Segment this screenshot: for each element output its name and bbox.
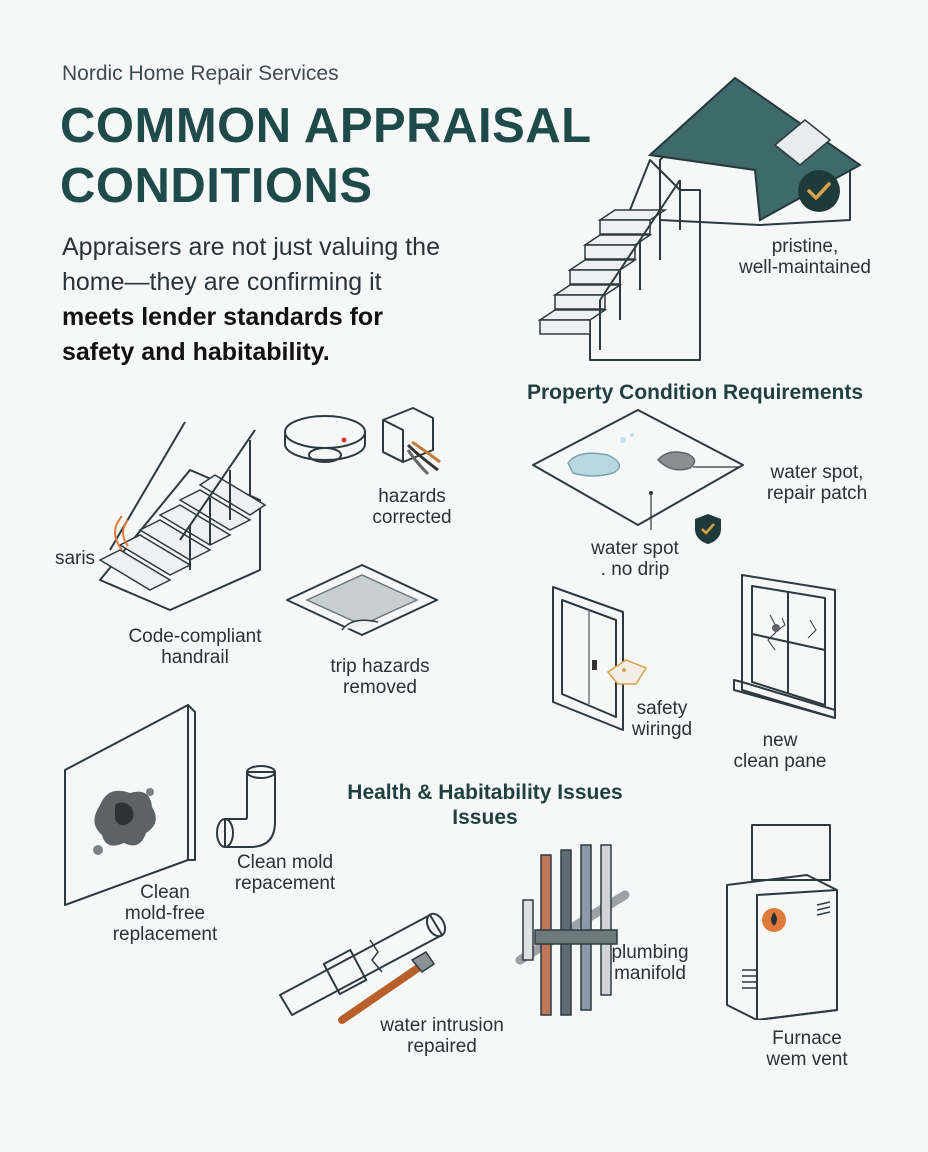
safety-label: safety wiringd <box>631 698 693 740</box>
plumbing-manifold-icon <box>515 844 630 1016</box>
smoke-detector-icon <box>284 415 366 463</box>
intro-text: Appraisers are not just valuing the home… <box>62 230 452 370</box>
check-badge-icon <box>798 170 840 212</box>
pane-label: new clean pane <box>733 730 827 772</box>
trip-label: trip hazards removed <box>330 656 430 698</box>
pristine-label: pristine, well-maintained <box>738 236 871 278</box>
saris-label: saris <box>54 548 96 569</box>
electrical-panel-icon <box>552 586 648 731</box>
plumbing-label: plumbing manifold <box>611 942 689 984</box>
health-heading-line-1: Health & Habitability Issues <box>347 781 623 804</box>
shield-check-icon <box>695 514 721 544</box>
title-line-1: COMMON APPRAISAL <box>60 99 592 153</box>
furnace-icon <box>726 824 838 1020</box>
broken-window-icon <box>733 574 836 719</box>
brand-name: Nordic Home Repair Services <box>62 62 339 85</box>
furnace-label: Furnace wem vent <box>766 1028 848 1070</box>
water-patch-label: water spot, repair patch <box>766 462 868 504</box>
house-icon <box>537 76 862 361</box>
hazards-label: hazards corrected <box>372 486 452 528</box>
intro-bold: meets lender standards for safety and ha… <box>62 303 383 366</box>
junction-box-icon <box>382 407 441 476</box>
mold-duct-label: Clean mold repacement <box>234 852 336 894</box>
section-health-heading: Health & Habitability Issues Issues <box>330 780 640 830</box>
water-intrusion-label: water intrusion repaired <box>380 1015 504 1057</box>
stained-ceiling-icon <box>532 409 744 530</box>
section-property-heading: Property Condition Requirements <box>526 381 864 404</box>
staircase-icon <box>98 421 267 611</box>
mold-wall-label: Clean mold-free replacement <box>112 882 218 945</box>
page-title: COMMON APPRAISAL CONDITIONS <box>60 96 592 216</box>
title-line-2: CONDITIONS <box>60 159 373 213</box>
mold-wall-icon <box>64 704 196 906</box>
handrail-label: Code-compliant handrail <box>128 626 262 668</box>
pipe-wrench-icon <box>279 912 447 1024</box>
water-drip-label: water spot . no drip <box>591 538 679 580</box>
duct-elbow-icon <box>216 765 276 848</box>
floor-panel-icon <box>286 564 438 636</box>
intro-regular: Appraisers are not just valuing the home… <box>62 233 440 296</box>
health-heading-line-2: Issues <box>452 806 518 829</box>
